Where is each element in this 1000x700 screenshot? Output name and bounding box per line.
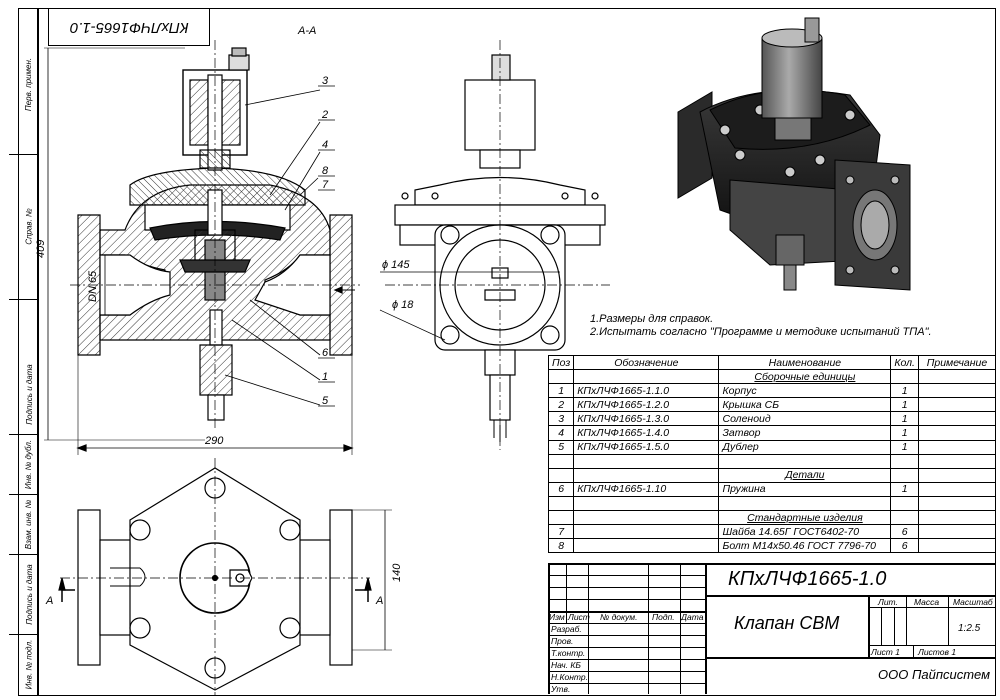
- callout-4: 4: [322, 139, 328, 151]
- dia-145: ϕ 145: [382, 259, 410, 271]
- section-title: А-А: [297, 25, 316, 37]
- section-mark-right: A: [375, 595, 383, 607]
- callout-8: 8: [322, 165, 329, 177]
- callout-2: 2: [321, 109, 328, 121]
- callout-5: 5: [322, 395, 329, 407]
- sheet-number: Лист 1: [871, 647, 900, 657]
- side-view: [379, 40, 610, 450]
- dn-label: DN 65: [87, 270, 99, 302]
- rotated-code-box: КПхЛЧФ1665-1.0: [48, 8, 210, 46]
- table-row: [547, 453, 997, 469]
- section-view: [44, 40, 360, 455]
- plan-view: [58, 458, 392, 695]
- drawing-notes: 1.Размеры для справок. 2.Испытать соглас…: [590, 313, 932, 339]
- left-margin-strip: Перв. примен. Справ. № Подпись и дата Ин…: [9, 8, 39, 696]
- drawing-designation: КПхЛЧФ1665-1.0: [728, 568, 887, 590]
- spec-section-assemblies: Сборочные единицы: [547, 369, 997, 385]
- callout-3: 3: [322, 75, 329, 87]
- scale-value: 1:2.5: [958, 623, 981, 634]
- isometric-render: [677, 17, 911, 291]
- dim-140: 140: [391, 563, 403, 582]
- section-mark-left: A: [45, 595, 53, 607]
- drawing-frame: [38, 8, 996, 696]
- spec-section-parts: Детали: [547, 467, 997, 483]
- width-dim-290: 290: [204, 435, 224, 447]
- callout-7: 7: [322, 179, 329, 191]
- table-row: [547, 495, 997, 512]
- sheet-count: Листов 1: [918, 647, 957, 657]
- spec-section-standard: Стандартные изделия: [547, 510, 997, 526]
- drawing-name: Клапан СВМ: [734, 613, 840, 633]
- specification-table: Поз Обозначение Наименование Кол. Примеч…: [547, 354, 997, 554]
- title-block: Изм Лист № докум. Подп. Дата Разраб. Про…: [548, 563, 996, 694]
- note-1: 1.Размеры для справок.: [590, 313, 714, 325]
- dia-18: ϕ 18: [392, 299, 414, 311]
- company-name: ООО Пайпсистем: [878, 667, 991, 682]
- spec-header-row: Поз Обозначение Наименование Кол. Примеч…: [547, 354, 997, 371]
- height-dim-409: 409: [35, 240, 47, 258]
- callout-1: 1: [322, 371, 328, 383]
- note-2: 2.Испытать согласно "Программе и методик…: [590, 326, 932, 338]
- callout-6: 6: [322, 347, 329, 359]
